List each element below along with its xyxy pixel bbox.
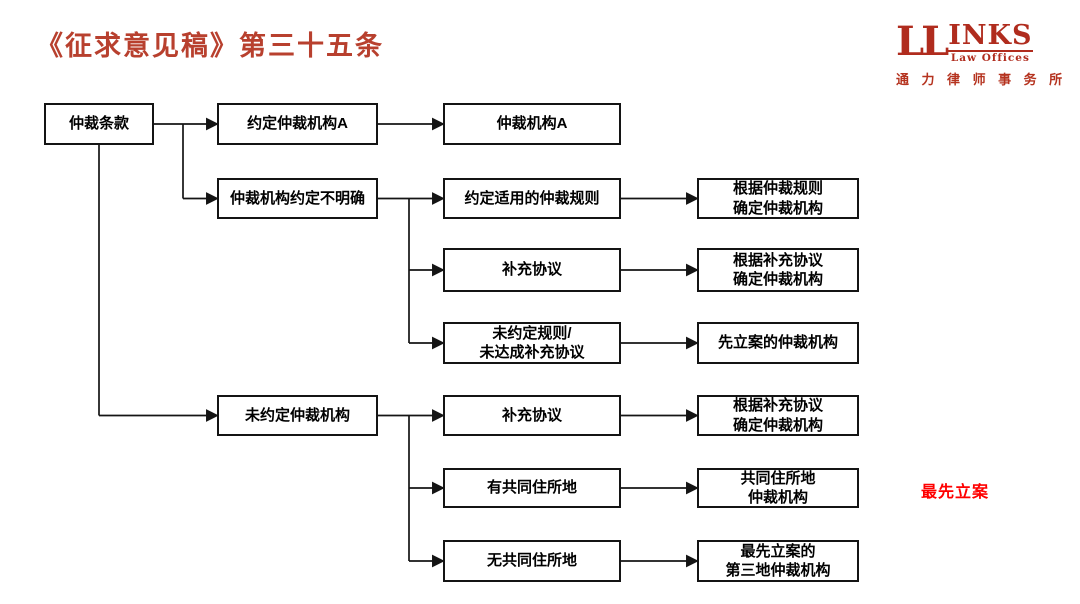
node-institution-per-supplement-2: 根据补充协议 确定仲裁机构 [697,395,859,436]
node-common-domicile-institution: 共同住所地 仲裁机构 [697,468,859,508]
llinks-logo: LL INKS Law Offices 通 力 律 师 事 务 所 [896,22,1066,88]
node-institution-per-supplement-1: 根据补充协议 确定仲裁机构 [697,248,859,292]
connector-group [98,117,699,568]
logo-law-offices-text: Law Offices [948,50,1033,64]
node-no-agreed-institution: 未约定仲裁机构 [217,395,378,436]
page-title: 《征求意见稿》第三十五条 [36,31,384,62]
first-filed-annotation: 最先立案 [921,484,990,501]
node-agreed-institution-a: 约定仲裁机构A [217,103,378,145]
node-supplementary-agreement-1: 补充协议 [443,248,621,292]
node-supplementary-agreement-2: 补充协议 [443,395,621,436]
logo-wordmark: LL INKS Law Offices [896,22,1066,64]
logo-ll-monogram: LL [896,18,949,65]
node-institution-per-rules: 根据仲裁规则 确定仲裁机构 [697,178,859,219]
node-institution-a: 仲裁机构A [443,103,621,145]
logo-inks-text: INKS [948,20,1033,51]
node-institution-agreement-unclear: 仲裁机构约定不明确 [217,178,378,219]
node-no-rules-no-supplement: 未约定规则/ 未达成补充协议 [443,322,621,364]
node-arbitration-clause: 仲裁条款 [44,103,154,145]
node-third-place-first-filed: 最先立案的 第三地仲裁机构 [697,540,859,582]
node-no-common-domicile: 无共同住所地 [443,540,621,582]
logo-chinese-name: 通 力 律 师 事 务 所 [896,72,1067,88]
node-has-common-domicile: 有共同住所地 [443,468,621,508]
node-first-filed-institution: 先立案的仲裁机构 [697,322,859,364]
node-agreed-applicable-rules: 约定适用的仲裁规则 [443,178,621,219]
